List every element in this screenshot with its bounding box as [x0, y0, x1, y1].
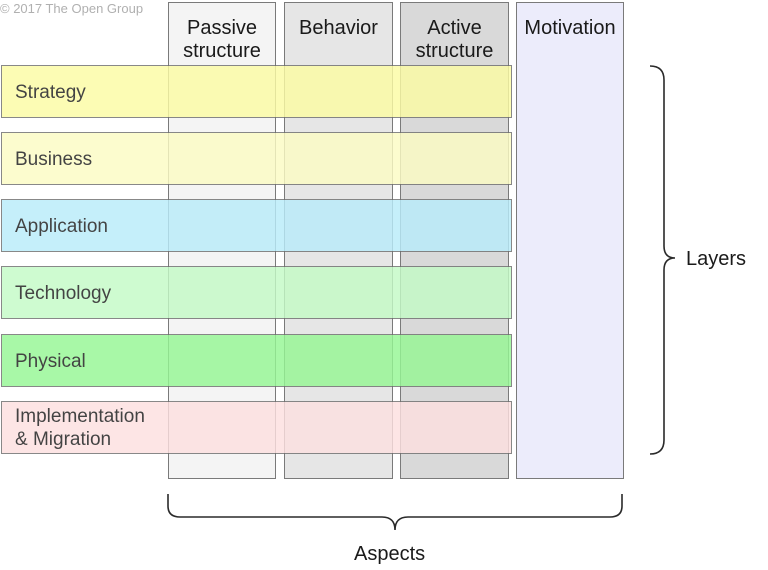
- aspect-title-line: Behavior: [299, 17, 378, 39]
- layer-row-strategy: Strategy: [1, 65, 512, 118]
- copyright-notice: © 2017 The Open Group: [0, 1, 144, 16]
- layer-label-line: Application: [15, 216, 108, 237]
- aspect-title-line: structure: [183, 40, 261, 62]
- aspect-title-line: Passive: [186, 17, 258, 39]
- layer-label-line: Strategy: [15, 82, 86, 103]
- layer-label: Technology: [15, 282, 111, 305]
- aspect-title: Behavior: [285, 17, 392, 40]
- layer-label: Business: [15, 148, 92, 171]
- aspect-title-line: Active: [427, 17, 482, 39]
- layer-row-technology: Technology: [1, 266, 512, 319]
- layer-row-business: Business: [1, 132, 512, 185]
- aspect-title: Passive structure: [169, 17, 275, 63]
- layer-label-line: Implementation: [15, 406, 145, 427]
- layer-label-line: Business: [15, 149, 93, 170]
- aspects-brace: [167, 494, 623, 531]
- layers-label: Layers: [686, 248, 747, 270]
- layer-label: Application: [15, 215, 108, 238]
- layers-brace: [649, 65, 676, 455]
- layer-row-implementation-migration: Implementation & Migration: [1, 401, 512, 454]
- layer-label: Strategy: [15, 81, 86, 104]
- layer-label: Physical: [15, 350, 86, 373]
- layer-label: Implementation & Migration: [15, 405, 145, 451]
- aspect-title: Motivation: [517, 17, 623, 40]
- layer-label-line: & Migration: [15, 429, 112, 450]
- layer-row-application: Application: [1, 199, 512, 252]
- layer-label-line: Physical: [15, 351, 86, 372]
- aspect-column-motivation: Motivation: [516, 2, 624, 479]
- aspect-title-line: structure: [415, 40, 494, 62]
- aspects-label: Aspects: [354, 543, 426, 565]
- layer-row-physical: Physical: [1, 334, 512, 387]
- aspect-title-line: Motivation: [524, 17, 616, 39]
- layer-label-line: Technology: [15, 283, 112, 304]
- aspect-title: Active structure: [401, 17, 508, 63]
